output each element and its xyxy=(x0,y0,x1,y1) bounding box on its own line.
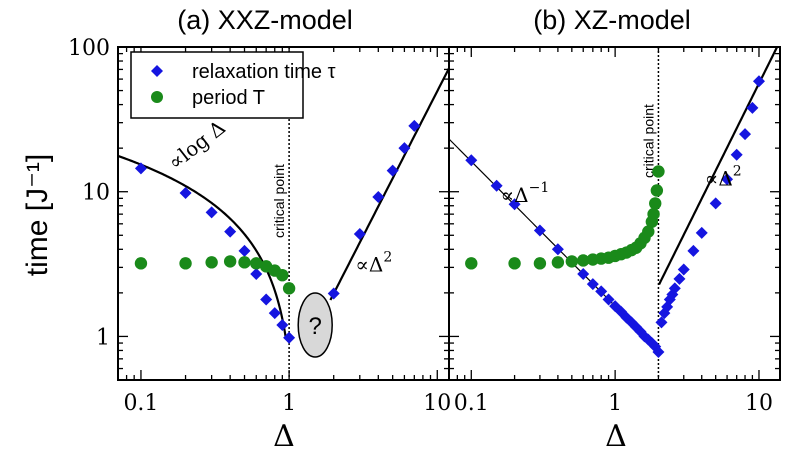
panel-a-title: (a) XXZ-model xyxy=(177,5,353,35)
panel-a-tau-diamond-point xyxy=(386,164,399,177)
panel-a-annotation-superscript: 2 xyxy=(383,250,392,266)
panel-b-tau-diamond-point xyxy=(673,272,686,285)
panel-b-frame xyxy=(448,46,781,381)
panel-b-period-circle-point xyxy=(551,256,565,269)
panel-b-tau-diamond-point xyxy=(652,346,665,359)
y-axis-label: time [J⁻¹] xyxy=(21,154,54,277)
panel-a-tau-diamond-point xyxy=(224,225,237,238)
panel-b-annotation: ∝Δ2 xyxy=(705,164,742,191)
panel-a-tau-diamond-point xyxy=(283,331,296,344)
panel-a-period-circle-point xyxy=(134,257,148,270)
panel-b-period-circle-point xyxy=(649,197,662,210)
panel-b-tau-diamond-point xyxy=(730,148,743,161)
panel-b-tau-diamond-point xyxy=(586,278,599,291)
unknown-region-ellipse xyxy=(297,292,333,358)
panel-a-tau-diamond-point xyxy=(372,190,385,203)
panel-b-tau-diamond-point xyxy=(668,282,681,295)
panel-b-tau-diamond-point xyxy=(655,316,668,329)
panel-b-tau-diamond-point xyxy=(687,244,700,257)
panel-a-y-tick-label: 10 xyxy=(82,181,110,206)
panel-b-annotation-superscript: 2 xyxy=(733,164,742,180)
panel-b-critical-point-label: critical point xyxy=(640,104,656,178)
legend-label-relaxation: relaxation time τ xyxy=(192,61,336,83)
panel-b-tau-diamond-point xyxy=(508,198,521,211)
panel-a-tau-diamond-point xyxy=(238,244,251,257)
legend-label-period: period T xyxy=(192,87,265,109)
panel-a-tau-diamond-point xyxy=(260,293,273,306)
panel-a-annotation: ∝log Δ xyxy=(163,115,229,174)
panel-a-x-axis-label: Δ xyxy=(273,419,295,450)
panel-b-annotation: ∝Δ−1 xyxy=(501,180,550,207)
panel-a-tau-diamond-point xyxy=(134,162,147,175)
panel-b-x-tick-label: 1 xyxy=(608,391,622,416)
panel-a-power-fit-curve xyxy=(329,65,449,301)
panel-a-period-circle-point xyxy=(238,256,251,269)
panel-a-tau-diamond-point xyxy=(327,287,340,300)
panel-a-annotation: ∝Δ2 xyxy=(355,250,392,277)
panel-a-tau-diamond-point xyxy=(276,318,289,331)
panel-b-period-circle-point xyxy=(508,257,521,270)
panel-b-tau-diamond-point xyxy=(677,263,690,276)
panel-b-x-tick-label: 0.1 xyxy=(454,391,489,416)
panel-b-tau-diamond-point xyxy=(577,268,590,281)
panel-b-period-circle-point xyxy=(652,165,665,178)
legend-circle-marker xyxy=(151,91,163,103)
panel-b-x-axis-label: Δ xyxy=(605,419,627,450)
panel-a-critical-point-label: critical point xyxy=(271,164,287,238)
panel-b-tau-diamond-point xyxy=(602,293,615,306)
panel-b-tau-diamond-point xyxy=(595,285,608,298)
panel-b-tau-diamond-point xyxy=(551,243,564,256)
panel-b-tau-diamond-point xyxy=(721,173,734,186)
panel-b-title: (b) XZ-model xyxy=(533,5,691,35)
panel-a-period-circle-point xyxy=(205,256,218,269)
panel-a-tau-diamond-point xyxy=(205,206,218,219)
panel-b-period-circle-point xyxy=(533,257,547,270)
panel-b-tau-diamond-point xyxy=(709,197,722,210)
panel-b-tau-diamond-point xyxy=(752,75,765,88)
panel-a-tau-diamond-point xyxy=(398,142,411,155)
panel-a-tau-diamond-point xyxy=(408,119,421,132)
panel-b-plot: 0.1 1 10 critical point ∝Δ−1 ∝Δ2 xyxy=(448,46,781,416)
panel-a-period-circle-point xyxy=(179,257,192,270)
panel-b-tau-diamond-point xyxy=(533,224,546,237)
panel-b-x-tick-label: 10 xyxy=(745,391,773,416)
panel-b-period-circle-point xyxy=(577,254,590,267)
legend: relaxation time τ period T xyxy=(130,51,336,119)
panel-b-tau-diamond-point xyxy=(746,101,759,114)
panel-a-period-circle-point xyxy=(250,257,263,270)
panel-a-x-tick-label: 0.1 xyxy=(123,391,158,416)
panel-b-power-fit-curve xyxy=(658,47,779,285)
panel-b-tau-diamond-point xyxy=(739,128,752,141)
panel-a-tau-diamond-point xyxy=(250,268,263,281)
panel-b-tau-diamond-point xyxy=(465,154,478,167)
panel-b-tau-diamond-point xyxy=(490,179,503,192)
panel-a-period-circle-point xyxy=(282,282,296,295)
panel-b-annotation-superscript: −1 xyxy=(529,180,550,196)
panel-b-period-circle-point xyxy=(565,255,579,268)
panel-a-period-circle-point xyxy=(223,255,237,268)
panel-a-period-circle-point xyxy=(276,268,289,282)
legend-diamond-marker xyxy=(151,65,163,77)
legend-box xyxy=(130,51,304,119)
panel-a-x-tick-label: 10 xyxy=(423,391,451,416)
panel-b-period-circle-point xyxy=(647,207,660,221)
panel-b-period-circle-point xyxy=(650,184,664,197)
panel-b-tau-diamond-point xyxy=(695,226,708,239)
panel-a-tau-diamond-point xyxy=(353,228,366,241)
panel-b-period-circle-point xyxy=(642,225,655,238)
panel-a-tau-diamond-point xyxy=(179,186,192,199)
panel-a-log-fit-curve xyxy=(118,154,287,339)
panel-a-plot-area xyxy=(118,65,449,339)
panel-a-x-tick-label: 1 xyxy=(282,391,296,416)
panel-b-period-circle-point xyxy=(465,257,478,270)
panel-a-question-mark: ? xyxy=(309,313,322,340)
panel-a-tau-diamond-point xyxy=(268,307,281,320)
panel-a-y-tick-label: 1 xyxy=(96,325,110,350)
panel-a-plot: 0.1 1 10 1 10 100 critical point ∝log Δ ∝Δ2? xyxy=(68,36,451,416)
panel-a-y-tick-label: 100 xyxy=(68,36,110,61)
